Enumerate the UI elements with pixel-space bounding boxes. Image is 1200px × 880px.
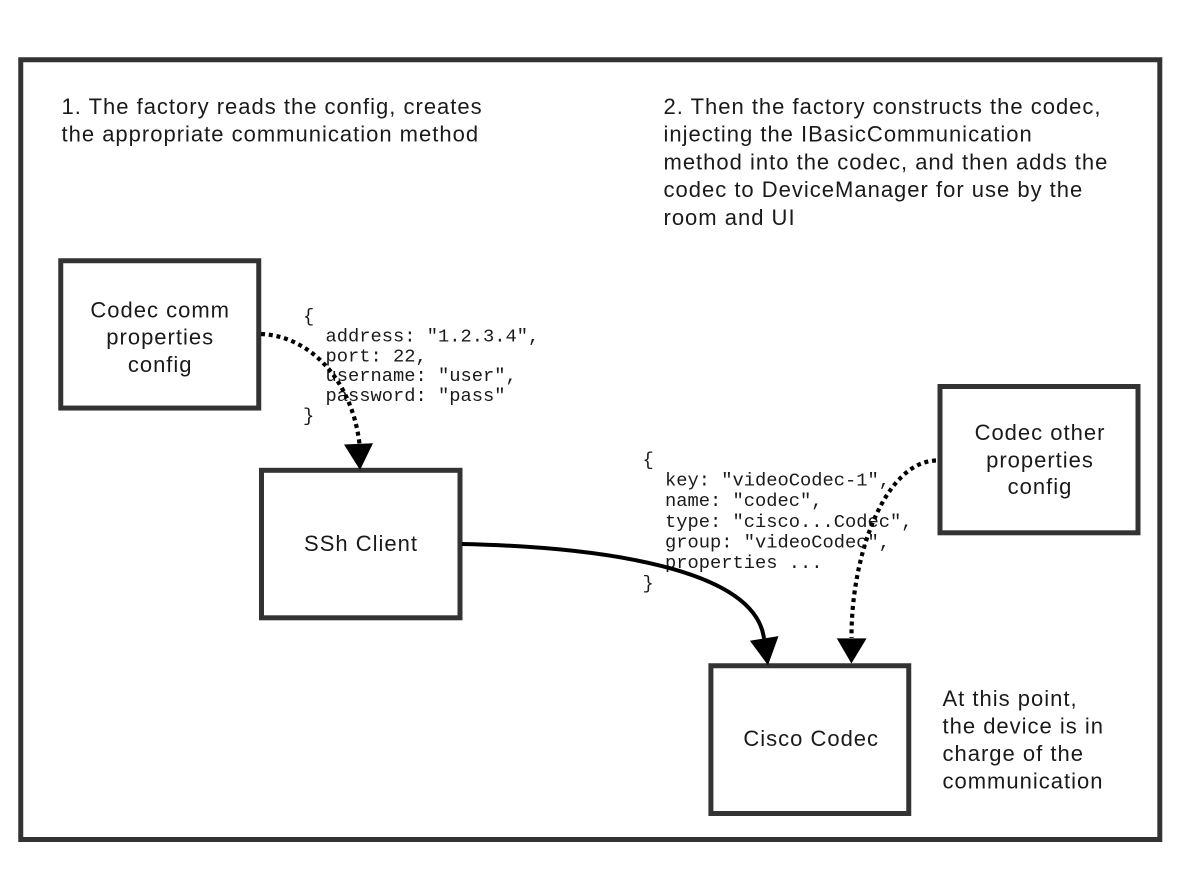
svg-text:{: { bbox=[303, 306, 314, 328]
svg-text:communication: communication bbox=[943, 768, 1104, 793]
svg-text:Codec other: Codec other bbox=[975, 420, 1106, 445]
svg-text:charge of the: charge of the bbox=[943, 741, 1084, 766]
svg-text:name: "codec",: name: "codec", bbox=[665, 490, 823, 512]
svg-text:the appropriate communication: the appropriate communication method bbox=[62, 122, 480, 147]
svg-text:2. Then the factory constructs: 2. Then the factory constructs the codec… bbox=[664, 94, 1102, 119]
svg-text:address: "1.2.3.4",: address: "1.2.3.4", bbox=[326, 325, 540, 347]
svg-text:key: "videoCodec-1",: key: "videoCodec-1", bbox=[665, 470, 890, 492]
svg-text:injecting the IBasicCommunicat: injecting the IBasicCommunication bbox=[664, 122, 1033, 147]
svg-text:1. The factory reads the confi: 1. The factory reads the config, creates bbox=[62, 94, 483, 119]
svg-text:Cisco Codec: Cisco Codec bbox=[743, 726, 879, 751]
svg-text:codec to DeviceManager for use: codec to DeviceManager for use by the bbox=[664, 177, 1084, 202]
svg-text:type: "cisco...Codec",: type: "cisco...Codec", bbox=[665, 511, 913, 533]
svg-text:the device is in: the device is in bbox=[943, 714, 1105, 739]
svg-text:}: } bbox=[643, 573, 654, 595]
svg-text:room and UI: room and UI bbox=[664, 205, 796, 230]
svg-text:group: "videoCodec",: group: "videoCodec", bbox=[665, 531, 890, 553]
svg-text:properties: properties bbox=[986, 448, 1094, 473]
svg-text:config: config bbox=[1008, 474, 1073, 499]
svg-text:Codec comm: Codec comm bbox=[90, 297, 230, 322]
svg-text:At this point,: At this point, bbox=[943, 686, 1078, 711]
svg-text:SSh Client: SSh Client bbox=[304, 531, 418, 556]
svg-text:password: "pass": password: "pass" bbox=[326, 385, 506, 407]
svg-text:properties: properties bbox=[106, 325, 214, 350]
svg-text:username: "user",: username: "user", bbox=[326, 365, 517, 387]
svg-text:config: config bbox=[128, 352, 193, 377]
svg-text:port: 22,: port: 22, bbox=[326, 345, 427, 367]
svg-text:}: } bbox=[303, 405, 314, 427]
svg-text:properties ...: properties ... bbox=[665, 552, 823, 574]
svg-text:{: { bbox=[643, 449, 654, 471]
svg-text:method into the codec, and the: method into the codec, and then adds the bbox=[664, 149, 1109, 174]
